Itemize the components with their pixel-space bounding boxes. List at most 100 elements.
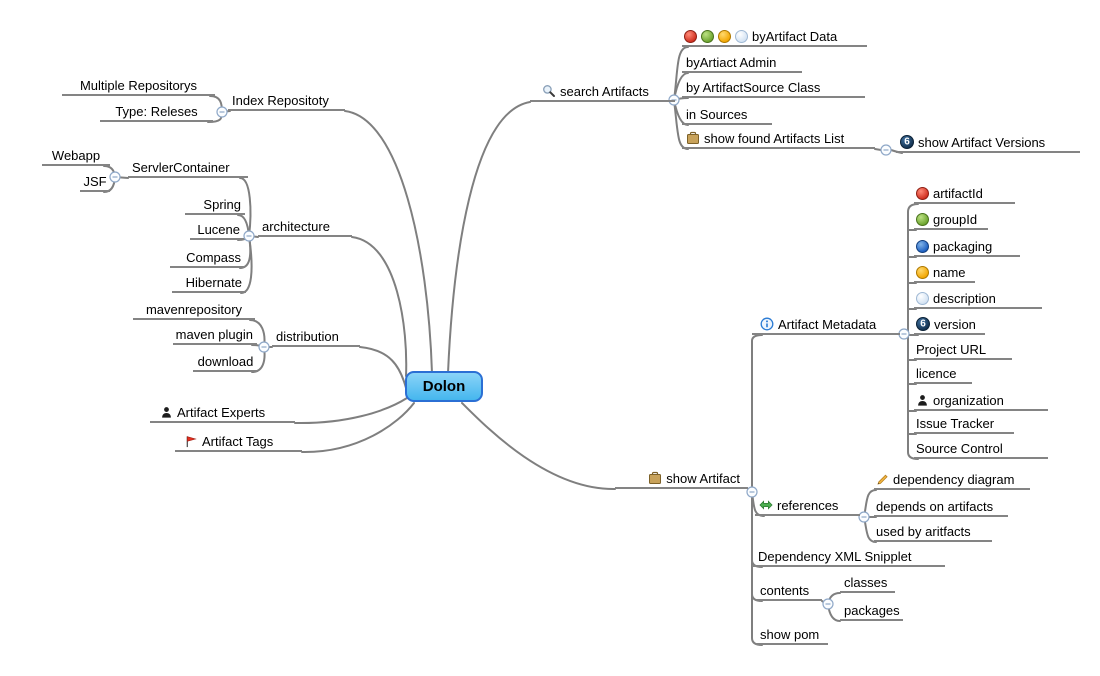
node-label: Issue Tracker xyxy=(916,415,995,431)
blue-ball-icon xyxy=(916,239,929,253)
badge-glyph: 6 xyxy=(904,136,910,147)
node-jsf[interactable]: JSF xyxy=(80,172,110,192)
red-ball-icon xyxy=(916,186,929,200)
node-source-control[interactable]: Source Control xyxy=(914,439,1048,459)
node-maven-plugin[interactable]: maven plugin xyxy=(173,325,257,345)
node-dependency-xml-snipplet[interactable]: Dependency XML Snipplet xyxy=(752,547,945,567)
lightblue-ball-icon xyxy=(916,291,929,305)
node-label: in Sources xyxy=(686,106,748,122)
node-label: contents xyxy=(760,582,810,598)
node-artifact-tags[interactable]: Artifact Tags xyxy=(175,432,302,452)
fold-toggle[interactable] xyxy=(822,598,834,610)
node-show-artifact-versions[interactable]: 6 show Artifact Versions xyxy=(896,133,1080,153)
fold-toggle[interactable] xyxy=(880,144,892,156)
node-download[interactable]: download xyxy=(193,352,258,372)
node-label: by ArtifactSource Class xyxy=(686,79,821,95)
node-show-pom[interactable]: show pom xyxy=(756,625,828,645)
node-artifact-experts[interactable]: Artifact Experts xyxy=(150,403,295,423)
node-project-url[interactable]: Project URL xyxy=(914,340,1012,360)
node-label: Artifact Metadata xyxy=(778,316,877,332)
node-label: dependency diagram xyxy=(893,471,1015,487)
node-label: show pom xyxy=(760,626,820,642)
node-type-releses[interactable]: Type: Releses xyxy=(100,102,213,122)
node-groupid[interactable]: groupId xyxy=(914,210,988,230)
node-in-sources[interactable]: in Sources xyxy=(682,105,772,125)
node-label: Webapp xyxy=(51,147,101,163)
node-label: references xyxy=(777,497,839,513)
yellow-ball-icon xyxy=(916,265,929,279)
node-description[interactable]: description xyxy=(914,289,1042,309)
node-label: show Artifact Versions xyxy=(918,134,1046,150)
fold-toggle[interactable] xyxy=(258,341,270,353)
node-spring[interactable]: Spring xyxy=(185,195,245,215)
node-servler-container[interactable]: ServlerContainer xyxy=(128,158,248,178)
node-label: classes xyxy=(844,574,888,590)
node-references[interactable]: references xyxy=(755,496,860,516)
node-label: artifactId xyxy=(933,185,983,201)
node-depends-on-artifacts[interactable]: depends on artifacts xyxy=(874,497,1008,517)
node-by-artifactsource-class[interactable]: by ArtifactSource Class xyxy=(682,78,865,98)
node-label: Compass xyxy=(186,249,241,265)
node-packaging[interactable]: packaging xyxy=(914,237,1020,257)
node-mavenrepository[interactable]: mavenrepository xyxy=(133,300,255,320)
fold-toggle[interactable] xyxy=(216,106,228,118)
node-dolon-root[interactable]: Dolon xyxy=(405,371,483,402)
node-search-artifacts[interactable]: search Artifacts xyxy=(530,82,675,102)
node-byartifact-data[interactable]: byArtifact Data xyxy=(682,27,867,47)
node-index-repositoty[interactable]: Index Repositoty xyxy=(228,91,345,111)
fold-toggle[interactable] xyxy=(746,486,758,498)
node-label: licence xyxy=(916,365,957,381)
node-multiple-repositorys[interactable]: Multiple Repositorys xyxy=(62,76,215,96)
node-label: Hibernate xyxy=(185,274,242,290)
node-packages[interactable]: packages xyxy=(840,601,903,621)
node-contents[interactable]: contents xyxy=(756,581,822,601)
pencil-icon xyxy=(876,473,889,486)
node-architecture[interactable]: architecture xyxy=(258,217,352,237)
green-ball-icon xyxy=(916,212,929,226)
node-label: JSF xyxy=(83,173,107,189)
node-hibernate[interactable]: Hibernate xyxy=(172,273,246,293)
clipboard-icon xyxy=(648,471,662,485)
fold-toggle[interactable] xyxy=(898,328,910,340)
node-label: show found Artifacts List xyxy=(704,130,845,146)
node-show-found-artifacts-list[interactable]: show found Artifacts List xyxy=(682,129,875,149)
node-show-artifact[interactable]: show Artifact xyxy=(615,469,748,489)
yellow-ball-icon xyxy=(718,29,731,43)
node-label: organization xyxy=(933,392,1004,408)
node-byartiact-admin[interactable]: byArtiact Admin xyxy=(682,53,802,73)
root-label: Dolon xyxy=(422,378,466,395)
fold-toggle[interactable] xyxy=(243,230,255,242)
node-label: ServlerContainer xyxy=(132,159,230,175)
node-label: packaging xyxy=(933,238,993,254)
number6-icon: 6 xyxy=(900,135,914,149)
node-label: distribution xyxy=(276,328,339,344)
node-version[interactable]: 6 version xyxy=(914,315,985,335)
node-label: byArtiact Admin xyxy=(686,54,777,70)
node-name[interactable]: name xyxy=(914,263,975,283)
node-label: Multiple Repositorys xyxy=(79,77,198,93)
node-artifactid[interactable]: artifactId xyxy=(914,184,1015,204)
node-label: groupId xyxy=(933,211,978,227)
node-organization[interactable]: organization xyxy=(914,391,1048,411)
node-artifact-metadata[interactable]: Artifact Metadata xyxy=(752,315,900,335)
fold-toggle[interactable] xyxy=(109,171,121,183)
node-label: maven plugin xyxy=(175,326,253,342)
node-dependency-diagram[interactable]: dependency diagram xyxy=(874,470,1030,490)
person-icon xyxy=(916,394,929,407)
person-icon xyxy=(160,406,173,419)
node-used-by-aritfacts[interactable]: used by aritfacts xyxy=(874,522,992,542)
number6-icon: 6 xyxy=(916,317,930,331)
green-ball-icon xyxy=(701,29,714,43)
fold-toggle[interactable] xyxy=(858,511,870,523)
node-webapp[interactable]: Webapp xyxy=(42,146,110,166)
node-compass[interactable]: Compass xyxy=(170,248,245,268)
node-label: version xyxy=(934,316,976,332)
node-issue-tracker[interactable]: Issue Tracker xyxy=(914,414,1014,434)
node-licence[interactable]: licence xyxy=(914,364,972,384)
node-classes[interactable]: classes xyxy=(840,573,895,593)
lightblue-ball-icon xyxy=(735,29,748,43)
node-distribution[interactable]: distribution xyxy=(272,327,360,347)
node-lucene[interactable]: Lucene xyxy=(190,220,244,240)
